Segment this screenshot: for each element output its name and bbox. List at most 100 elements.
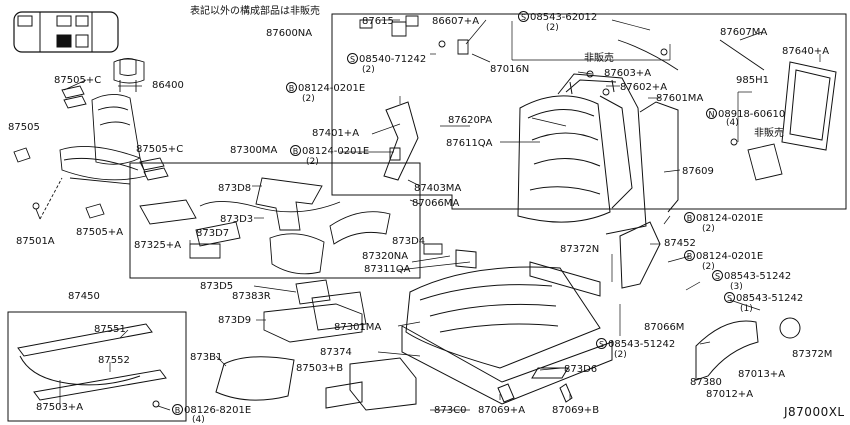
qty-08124-0201E-a: (2) bbox=[302, 94, 315, 104]
label-87640A: 87640+A bbox=[782, 46, 830, 57]
label-87300MA: 87300MA bbox=[230, 145, 278, 156]
label-87607MA: 87607MA bbox=[720, 27, 768, 38]
label-87325A: 87325+A bbox=[134, 240, 182, 251]
label-87601MA: 87601MA bbox=[656, 93, 704, 104]
n-marker: N bbox=[706, 108, 717, 119]
seat-back-section-box bbox=[331, 13, 847, 210]
label-87551: 87551 bbox=[94, 324, 126, 335]
qty-08918-60610: (4) bbox=[726, 118, 739, 128]
slide-rail-section-box bbox=[7, 311, 187, 422]
label-87503B: 87503+B bbox=[296, 363, 344, 374]
b-marker: B bbox=[684, 250, 695, 261]
label-87600NA: 87600NA bbox=[266, 28, 313, 39]
label-87552: 87552 bbox=[98, 355, 130, 366]
label-87609: 87609 bbox=[682, 166, 714, 177]
label-87501A: 87501A bbox=[16, 236, 55, 247]
s-marker: S bbox=[518, 11, 529, 22]
label-873B1: 873B1 bbox=[190, 352, 223, 363]
harness-drawing bbox=[139, 177, 391, 343]
label-87066M: 87066M bbox=[644, 322, 685, 333]
label-87374: 87374 bbox=[320, 347, 352, 358]
label-873D3: 873D3 bbox=[220, 214, 254, 225]
qty-08124-0201E-d: (2) bbox=[702, 262, 715, 272]
label-87603A: 87603+A bbox=[604, 68, 652, 79]
seat-cushion-drawing bbox=[401, 249, 613, 405]
back-panel-drawing bbox=[781, 61, 837, 151]
label-873D9: 873D9 bbox=[218, 315, 252, 326]
qty-08543-51242-b: (1) bbox=[740, 304, 753, 314]
qty-08543-62012: (2) bbox=[546, 23, 559, 33]
label-87066MA: 87066MA bbox=[412, 198, 460, 209]
label-not-for-sale-2: 非販売 bbox=[754, 128, 784, 139]
label-87016N: 87016N bbox=[490, 64, 530, 75]
label-87069B: 87069+B bbox=[552, 405, 600, 416]
b-marker: B bbox=[286, 82, 297, 93]
label-87450: 87450 bbox=[68, 291, 100, 302]
label-87069A: 87069+A bbox=[478, 405, 526, 416]
qty-08540-71242: (2) bbox=[362, 65, 375, 75]
label-873D6: 873D6 bbox=[564, 364, 598, 375]
s-marker: S bbox=[347, 53, 358, 64]
label-87372M: 87372M bbox=[792, 349, 833, 360]
label-87301MA: 87301MA bbox=[334, 322, 382, 333]
label-86400: 86400 bbox=[152, 80, 184, 91]
label-87505A: 87505+A bbox=[76, 227, 124, 238]
label-87401A: 87401+A bbox=[312, 128, 360, 139]
label-87620PA: 87620PA bbox=[448, 115, 493, 126]
qty-08126-8201E: (4) bbox=[192, 415, 205, 425]
qty-08124-0201E-c: (2) bbox=[702, 224, 715, 234]
label-87452: 87452 bbox=[664, 238, 696, 249]
label-87602A: 87602+A bbox=[620, 82, 668, 93]
note-not-for-sale-parts: 表記以外の構成部品は非販売 bbox=[190, 6, 320, 17]
lower-parts-drawing bbox=[215, 356, 573, 411]
label-87505C-a: 87505+C bbox=[54, 75, 102, 86]
car-location-icon bbox=[13, 11, 119, 53]
label-873C0: 873C0 bbox=[434, 405, 467, 416]
s-marker: S bbox=[596, 338, 607, 349]
label-87615: 87615 bbox=[362, 16, 394, 27]
b-marker: B bbox=[684, 212, 695, 223]
s-marker: S bbox=[724, 292, 735, 303]
left-small-parts bbox=[13, 85, 169, 220]
seat-back-small-parts bbox=[359, 15, 783, 255]
label-87505C-b: 87505+C bbox=[136, 144, 184, 155]
qty-08543-51242-a: (3) bbox=[730, 282, 743, 292]
slide-rail-drawing bbox=[17, 323, 167, 408]
label-87380: 87380 bbox=[690, 377, 722, 388]
b-marker: B bbox=[290, 145, 301, 156]
label-87505: 87505 bbox=[8, 122, 40, 133]
label-87311QA: 87311QA bbox=[364, 264, 411, 275]
label-873D7: 873D7 bbox=[196, 228, 230, 239]
label-87013A: 87013+A bbox=[738, 369, 786, 380]
label-87383R: 87383R bbox=[232, 291, 271, 302]
qty-08543-51242-c: (2) bbox=[614, 350, 627, 360]
label-not-for-sale-1: 非販売 bbox=[584, 53, 614, 64]
label-87403MA: 87403MA bbox=[414, 183, 462, 194]
label-873D4: 873D4 bbox=[392, 236, 426, 247]
label-87320NA: 87320NA bbox=[362, 251, 409, 262]
label-86607A: 86607+A bbox=[432, 16, 480, 27]
qty-08124-0201E-b: (2) bbox=[306, 157, 319, 167]
label-87372N: 87372N bbox=[560, 244, 600, 255]
cushion-harness-section-box bbox=[129, 162, 421, 279]
recliner-drawing bbox=[383, 101, 801, 381]
label-87012A: 87012+A bbox=[706, 389, 754, 400]
label-873D8: 873D8 bbox=[218, 183, 252, 194]
label-87503A: 87503+A bbox=[36, 402, 84, 413]
s-marker: S bbox=[712, 270, 723, 281]
label-873D5: 873D5 bbox=[200, 281, 234, 292]
label-985H1: 985H1 bbox=[736, 75, 769, 86]
diagram-id: J87000XL bbox=[784, 405, 845, 419]
leader-lines bbox=[59, 19, 821, 411]
